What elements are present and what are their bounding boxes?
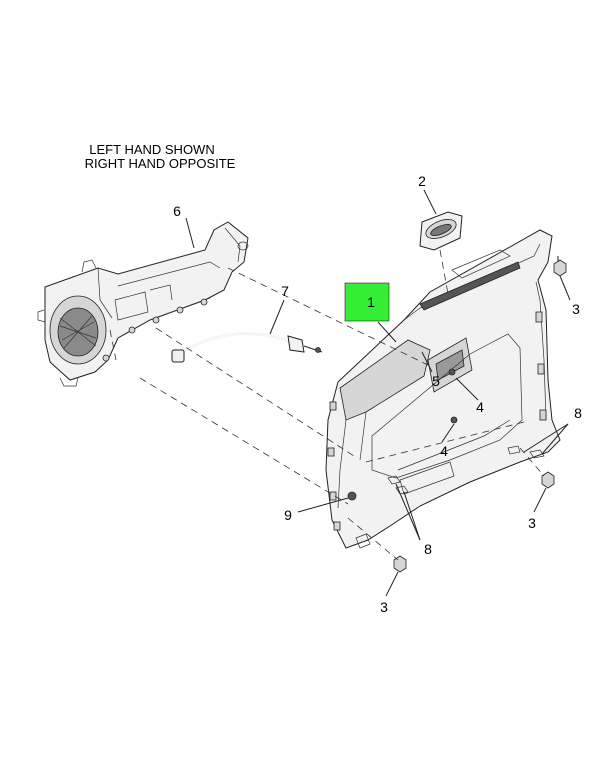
part-6-speaker-bracket: [37, 221, 249, 387]
callout-4b-label[interactable]: 4: [440, 443, 448, 459]
callout-3a-label[interactable]: 3: [572, 301, 580, 317]
callout-8a-label[interactable]: 8: [574, 405, 582, 421]
part-1-door-trim-panel: [325, 229, 561, 549]
callout-4a-label[interactable]: 4: [476, 399, 484, 415]
note-left-hand: LEFT HAND SHOWN: [89, 142, 214, 157]
callout-6-label[interactable]: 6: [173, 203, 181, 219]
callout-5-label[interactable]: 5: [432, 373, 440, 389]
callout-leaders: [185, 189, 571, 597]
part-3-fastener-top: [553, 256, 567, 277]
part-2-handle-bezel: [419, 211, 463, 251]
callout-2-label[interactable]: 2: [418, 173, 426, 189]
part-3-fastener-right: [541, 471, 555, 489]
part-3-fastener-bottom: [393, 555, 407, 573]
callout-3c-label[interactable]: 3: [380, 599, 388, 615]
callout-3b-label[interactable]: 3: [528, 515, 536, 531]
part-7-cable-harness: [171, 332, 323, 363]
callout-7-label[interactable]: 7: [281, 283, 289, 299]
part-8-clips: [387, 445, 545, 495]
callout-1-highlight[interactable]: 1: [344, 282, 390, 322]
callout-1-label: 1: [367, 294, 375, 310]
callout-9-label[interactable]: 9: [284, 507, 292, 523]
assembly-dashed-lines: [109, 249, 545, 561]
note-right-hand: RIGHT HAND OPPOSITE: [85, 156, 236, 171]
callout-8b-label[interactable]: 8: [424, 541, 432, 557]
